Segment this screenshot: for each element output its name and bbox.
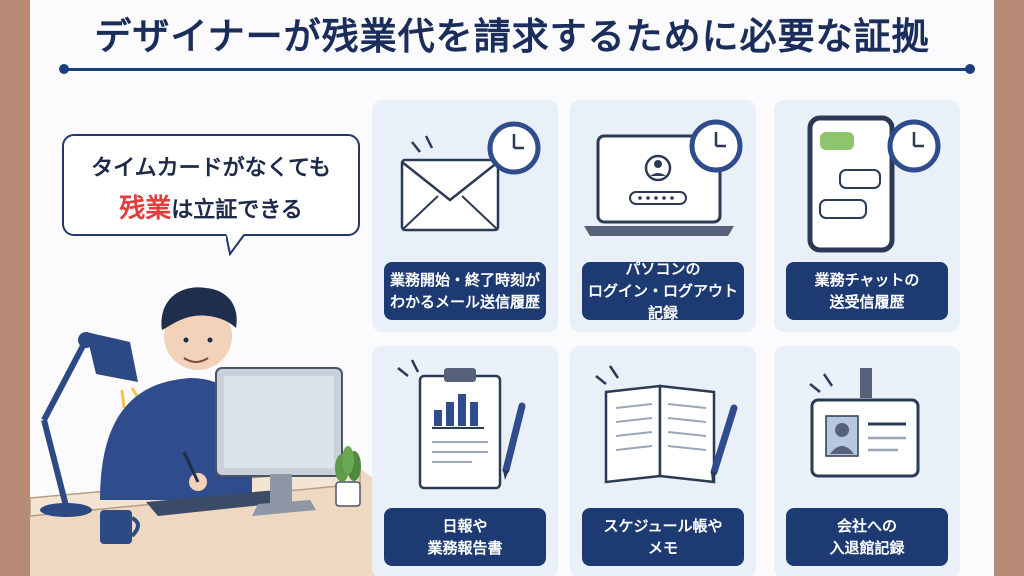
evidence-label-entry: 会社への 入退館記録 <box>786 508 948 566</box>
potted-plant-icon <box>335 446 361 507</box>
coffee-mug-icon <box>100 510 140 544</box>
evidence-label-chat: 業務チャットの 送受信履歴 <box>786 262 948 320</box>
clipboard-report-icon <box>397 359 526 490</box>
evidence-card-schedule: スケジュール帳や メモ <box>570 346 756 576</box>
monitor-icon <box>215 367 343 516</box>
evidence-label-login: パソコンの ログイン・ログアウト記録 <box>582 260 744 322</box>
label-line-1: 業務チャットの <box>814 271 920 289</box>
evidence-card-chat: 業務チャットの 送受信履歴 <box>774 100 960 332</box>
infographic-canvas: デザイナーが残業代を請求するために必要な証拠 タイムカードがなくても 残業は立証… <box>30 0 994 576</box>
bubble-rest-text: は立証できる <box>171 198 303 223</box>
email-clock-icon <box>400 121 541 232</box>
evidence-label-report: 日報や 業務報告書 <box>384 508 546 566</box>
page-title: デザイナーが残業代を請求するために必要な証拠 <box>94 15 930 58</box>
evidence-card-entry: 会社への 入退館記録 <box>774 346 960 576</box>
label-line-2: 送受信履歴 <box>829 293 905 311</box>
evidence-card-report: 日報や 業務報告書 <box>372 346 558 576</box>
label-line-2: わかるメール送信履歴 <box>389 293 540 311</box>
evidence-card-login: パソコンの ログイン・ログアウト記録 <box>570 100 756 332</box>
bubble-tail-icon <box>226 234 245 256</box>
designer-at-desk-illustration <box>30 287 380 576</box>
evidence-label-email: 業務開始・終了時刻が わかるメール送信履歴 <box>384 262 546 320</box>
label-line-2: 入退館記録 <box>829 539 905 557</box>
label-line-1: パソコンの <box>625 260 701 278</box>
speech-bubble: タイムカードがなくても 残業は立証できる <box>62 134 360 236</box>
laptop-login-icon <box>584 119 743 236</box>
title-divider <box>59 64 975 74</box>
label-line-2: メモ <box>647 539 678 557</box>
label-line-1: 業務開始・終了時刻が <box>389 271 540 289</box>
bubble-accent-text: 残業 <box>119 194 172 224</box>
label-line-1: 会社への <box>836 517 897 535</box>
id-badge-icon <box>809 368 920 478</box>
pen-tablet-icon <box>146 490 290 516</box>
label-line-2: 業務報告書 <box>427 539 503 557</box>
label-line-2: ログイン・ログアウト記録 <box>587 282 738 322</box>
evidence-label-schedule: スケジュール帳や メモ <box>582 508 744 566</box>
label-line-1: 日報や <box>442 517 488 535</box>
evidence-card-email: 業務開始・終了時刻が わかるメール送信履歴 <box>372 100 558 332</box>
smartphone-chat-icon <box>807 115 941 253</box>
bubble-line-2: 残業は立証できる <box>64 188 358 225</box>
notebook-pen-icon <box>595 365 738 484</box>
designer-person-icon <box>100 287 252 500</box>
bubble-line-1: タイムカードがなくても <box>91 156 331 181</box>
label-line-1: スケジュール帳や <box>603 517 723 535</box>
